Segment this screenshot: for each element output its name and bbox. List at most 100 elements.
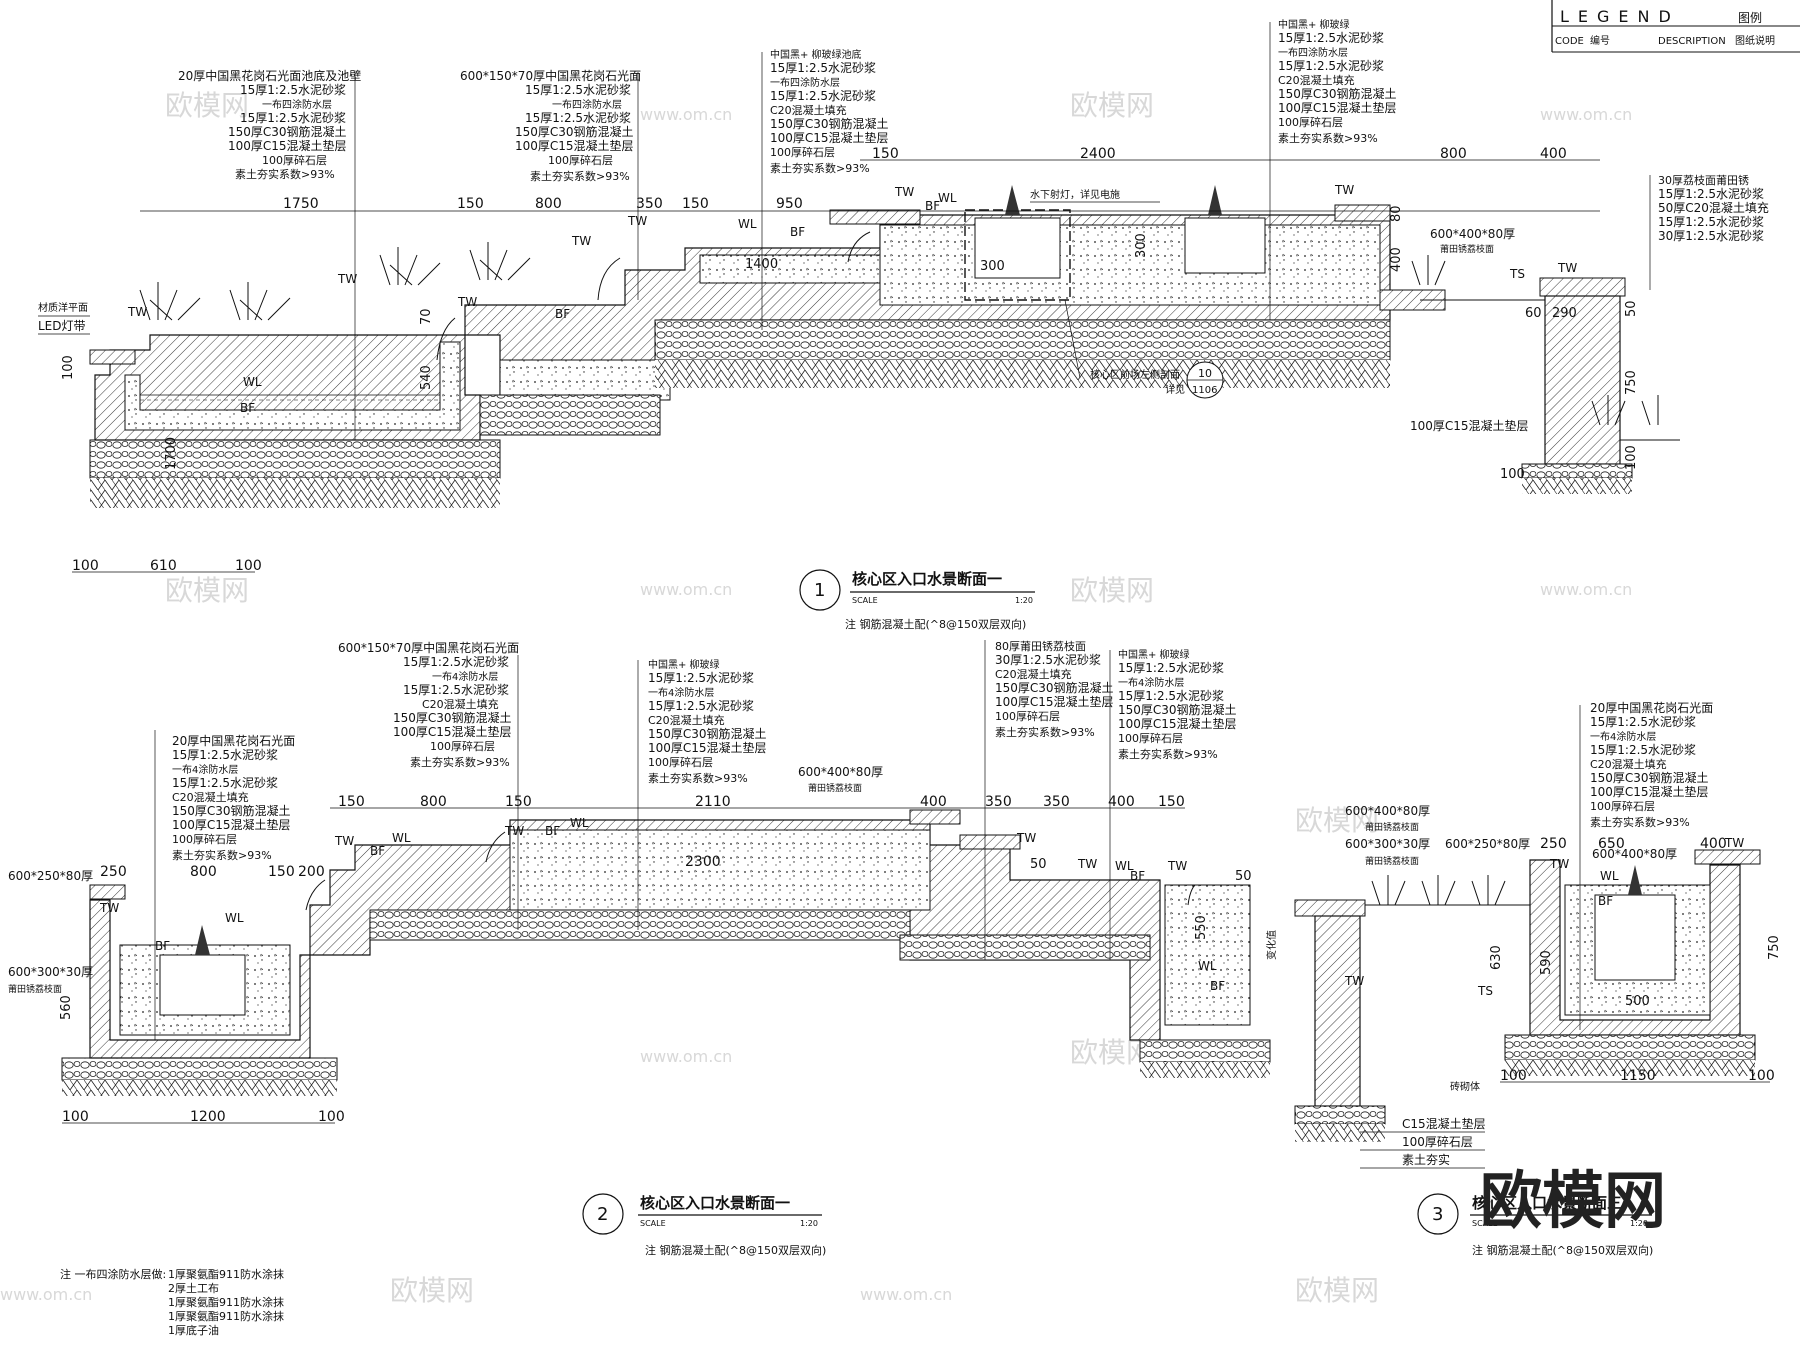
layer-label: C20混凝土填充: [172, 790, 249, 804]
dim-text: 290: [1552, 306, 1577, 321]
legend-code: CODE: [1555, 36, 1584, 47]
waterproofing-notes: 注 一布四涂防水层做: 1厚聚氨酯911防水涂抹 2厚土工布 1厚聚氨酯911防…: [60, 1267, 284, 1337]
layer-label: 素土夯实系数>93%: [1590, 815, 1690, 829]
dim-text: 80: [1389, 205, 1404, 222]
layer-label: 素土夯实系数>93%: [410, 755, 510, 769]
layer-label: 15厚1:2.5水泥砂浆: [648, 670, 754, 685]
layer-label: 15厚1:2.5水泥砂浆: [1658, 186, 1764, 201]
dim-text: 200: [298, 864, 325, 880]
dim-text: 100: [1500, 467, 1525, 482]
dim-text: 150: [268, 864, 295, 880]
elevation-tag: TW: [337, 272, 357, 286]
light-note: 水下射灯，详见电施: [1030, 188, 1120, 201]
layer-label: 30厚荔枝面莆田锈: [1658, 173, 1749, 187]
layer-label: 15厚1:2.5水泥砂浆: [1278, 58, 1384, 73]
dim-text: 100: [318, 1109, 345, 1125]
layer-label: 15厚1:2.5水泥砂浆: [1590, 742, 1696, 757]
elevation-tag: TW: [1344, 974, 1364, 988]
retaining-column: [1314, 915, 1361, 1107]
layer-label: 100厚碎石层: [548, 153, 613, 167]
water-spill: [485, 831, 506, 863]
elevation-tag: WL: [738, 217, 757, 231]
dim-text: 400: [1700, 836, 1727, 852]
material-label: 莆田锈荔枝面: [1365, 855, 1419, 867]
watermark-logo: 欧模网: [165, 89, 249, 122]
layer-label: 中国黑+ 柳玻绿: [648, 658, 720, 671]
section-title: 核心区入口水景断面三: [1472, 1194, 1622, 1212]
water-spill: [597, 257, 621, 301]
elevation-tag: TW: [1557, 261, 1577, 275]
callout-see: 详见: [1165, 383, 1185, 396]
legend-description: DESCRIPTION: [1658, 36, 1726, 47]
layer-label: 一布4涂防水层: [1590, 730, 1656, 743]
layer-label: 素土夯实系数>93%: [995, 725, 1095, 739]
detail-callout-box: [964, 209, 1071, 301]
layer-label: 素土夯实系数>93%: [235, 167, 335, 181]
leader-stack-b: 600*150*70厚中国黑花岗石光面 15厚1:2.5水泥砂浆 一布四涂防水层…: [460, 68, 641, 183]
layer-label: 30厚1:2.5水泥砂浆: [1658, 228, 1764, 243]
scale-value: 1:20: [800, 1219, 818, 1228]
material-label: 砖砌体: [1450, 1080, 1480, 1093]
material-label: 变化值: [1265, 930, 1278, 960]
dim-text: 400: [920, 794, 947, 810]
legend-title: LEGEND: [1560, 7, 1680, 26]
coping: [909, 809, 961, 825]
material-label: 素土夯实: [1402, 1152, 1450, 1167]
dim-text: 650: [1598, 836, 1625, 852]
dim-text: 60: [1525, 306, 1542, 321]
gravel-layer: [654, 319, 1391, 361]
watermark-logo: 欧模网: [1070, 89, 1154, 122]
elevation-tag: TW: [1549, 857, 1569, 871]
layer-label: 一布四涂防水层: [1278, 46, 1348, 59]
layer-label: 100厚C15混凝土垫层: [1118, 716, 1237, 731]
layer-label: 100厚C15混凝土垫层: [648, 740, 767, 755]
legend-title-cn: 图例: [1738, 11, 1762, 25]
elevation-tag: BF: [1130, 869, 1145, 883]
watermark-logo: 欧模网: [1295, 1274, 1379, 1307]
leader-stack-a: 20厚中国黑花岗石光面 15厚1:2.5水泥砂浆 一布4涂防水层 15厚1:2.…: [172, 733, 295, 862]
dim-text: 300: [980, 259, 1005, 274]
rebar-note: 注 钢筋混凝土配(^8@150双层双向): [1472, 1243, 1653, 1257]
layer-label: 100厚碎石层: [648, 755, 713, 769]
material-label: 600*300*30厚: [1345, 837, 1430, 851]
layer-label: 100厚碎石层: [430, 739, 495, 753]
leader-stack-a: 20厚中国黑花岗石光面 15厚1:2.5水泥砂浆 一布4涂防水层 15厚1:2.…: [1590, 700, 1713, 829]
dim-text: 500: [1625, 994, 1650, 1009]
raised-pool-core: [879, 224, 1381, 306]
coping: [1334, 204, 1391, 222]
elevation-tag: BF: [925, 199, 940, 213]
layer-label: 150厚C30钢筋混凝土: [1278, 86, 1397, 101]
dim-text: 150: [505, 794, 532, 810]
fountain-jet-icon: [195, 925, 210, 955]
layer-label: 600*150*70厚中国黑花岗石光面: [460, 68, 641, 83]
elevation-tag: BF: [1598, 894, 1613, 908]
dim-text: 150: [338, 794, 365, 810]
elevation-tag: TS: [1509, 267, 1525, 281]
layer-label: 100厚碎石层: [1118, 731, 1183, 745]
fountain-jet-icon: [1628, 865, 1642, 895]
layer-label: 100厚C15混凝土垫层: [228, 138, 347, 153]
leader-stack-d: 80厚莆田锈荔枝面 30厚1:2.5水泥砂浆 C20混凝土填充 150厚C30钢…: [995, 639, 1114, 739]
layer-label: 15厚1:2.5水泥砂浆: [172, 775, 278, 790]
elevation-tag: WL: [225, 911, 244, 925]
material-label: 莆田锈荔枝面: [1365, 821, 1419, 833]
layer-label: 20厚中国黑花岗石光面池底及池壁: [178, 68, 361, 83]
section-number: 1: [814, 580, 825, 601]
elevation-tag: WL: [1198, 959, 1217, 973]
layer-label: 素土夯实系数>93%: [648, 771, 748, 785]
watermark-url: www.om.cn: [640, 1047, 732, 1066]
layer-label: 100厚碎石层: [172, 832, 237, 846]
layer-label: 15厚1:2.5水泥砂浆: [403, 654, 509, 669]
cap-stone: [1539, 277, 1626, 297]
layer-label: 一布4涂防水层: [432, 670, 498, 683]
layer-label: 150厚C30钢筋混凝土: [1118, 702, 1237, 717]
rebar-note: 注 钢筋混凝土配(^8@150双层双向): [645, 1243, 826, 1257]
layer-label: 150厚C30钢筋混凝土: [648, 726, 767, 741]
note-line: 1厚聚氨酯911防水涂抹: [168, 1309, 284, 1323]
elevation-tag: TW: [334, 834, 354, 848]
scale-label: SCALE: [1472, 1219, 1498, 1228]
dim-text: 50: [1235, 869, 1252, 884]
layer-label: 中国黑+ 柳玻绿: [1278, 18, 1350, 31]
layer-label: C20混凝土填充: [1278, 73, 1355, 87]
elevation-tag: TW: [127, 305, 147, 319]
